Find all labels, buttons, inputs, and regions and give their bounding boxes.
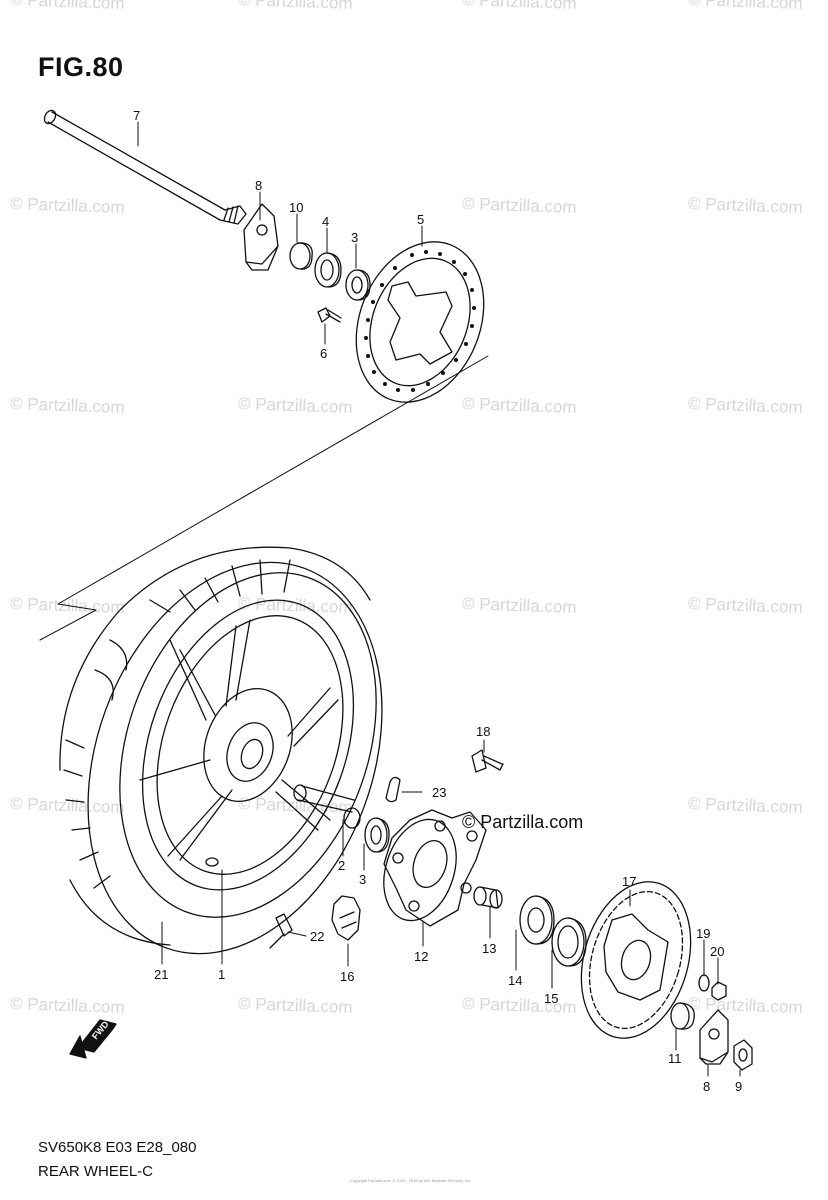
callout-number: 23 — [432, 785, 446, 800]
callout-number: 8 — [255, 178, 262, 193]
callout-number: 17 — [622, 874, 636, 889]
rear-wheel-rim — [139, 599, 355, 891]
callout-number: 10 — [289, 200, 303, 215]
callout-number: 2 — [338, 858, 345, 873]
spacer — [289, 242, 313, 270]
callout-number: 19 — [696, 926, 710, 941]
wheel-bearing — [364, 817, 390, 853]
callout-number: 9 — [735, 1079, 742, 1094]
partzilla-logo: © Partzilla.com — [462, 812, 584, 832]
rear-tire — [59, 546, 383, 955]
o-ring — [385, 776, 401, 803]
callout-number: 3 — [351, 230, 358, 245]
rear-sprocket — [580, 881, 692, 1039]
callout-number: 16 — [340, 969, 354, 984]
chain-adjuster — [243, 203, 279, 271]
sprocket-bearing — [519, 895, 555, 945]
leader-lines — [137, 121, 741, 1077]
forward-arrow-icon: FWD — [69, 1019, 117, 1059]
sprocket-mounting-drum — [383, 809, 487, 927]
diagram-code: SV650K8 E03 E28_080 — [38, 1139, 197, 1156]
sprocket-washer — [698, 974, 710, 992]
brake-disc — [355, 241, 485, 403]
spacer-tube — [293, 784, 361, 829]
axle-nut — [733, 1039, 753, 1071]
callout-number: 3 — [359, 872, 366, 887]
callout-number: 21 — [154, 967, 168, 982]
sprocket-nut — [711, 981, 727, 1001]
disc-bolt — [317, 307, 342, 323]
callout-number: 12 — [414, 949, 428, 964]
sprocket-dust-seal — [551, 917, 587, 967]
callout-number: 13 — [482, 941, 496, 956]
diagram-caption: REAR WHEEL-C — [38, 1163, 154, 1180]
sprocket-mount-bolt — [471, 749, 504, 773]
callout-number: 7 — [133, 108, 140, 123]
callout-number: 4 — [322, 214, 329, 229]
callout-number: 18 — [476, 724, 490, 739]
callout-number: 1 — [218, 967, 225, 982]
dust-seal — [314, 252, 342, 288]
callout-number: 22 — [310, 929, 324, 944]
axle — [43, 109, 247, 225]
wheel-damper-cushion — [331, 895, 361, 941]
callout-number: 14 — [508, 973, 522, 988]
callout-number: 6 — [320, 346, 327, 361]
callout-number: 15 — [544, 991, 558, 1006]
callout-number: 20 — [710, 944, 724, 959]
wheel-bearing — [345, 269, 371, 301]
spacer — [670, 1002, 695, 1030]
tire-valve — [269, 913, 293, 949]
figure-title: FIG.80 — [38, 52, 124, 82]
callout-number: 11 — [668, 1051, 682, 1066]
guide-lines — [39, 355, 489, 641]
copyright-notice: Copyright Partzilla.com © 2004 - 2016 by… — [350, 1178, 472, 1183]
callout-number: 8 — [703, 1079, 710, 1094]
hub-spacer — [473, 886, 503, 909]
callout-number: 5 — [417, 212, 424, 227]
chain-adjuster — [699, 1009, 729, 1065]
